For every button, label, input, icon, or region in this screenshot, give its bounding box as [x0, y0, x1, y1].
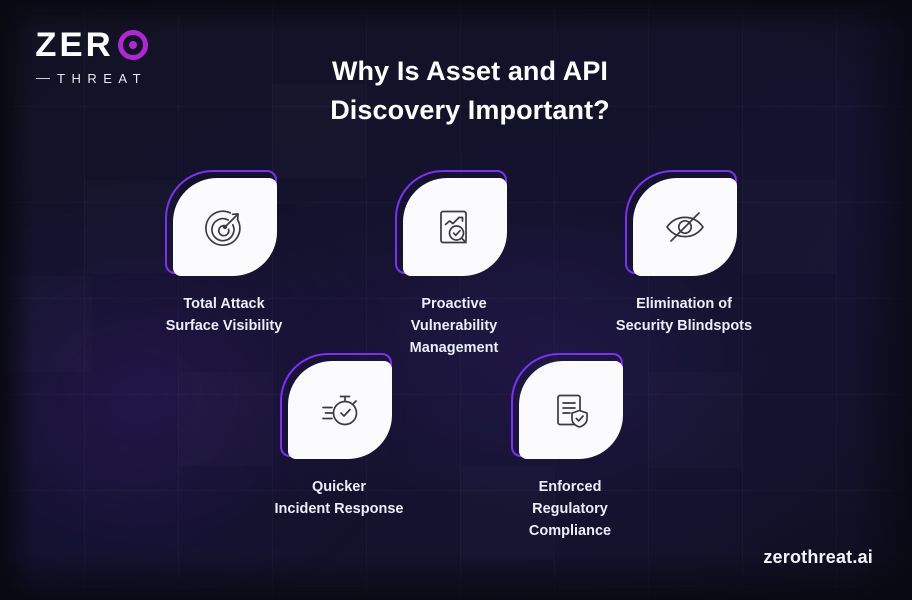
- card-label-line-2: Regulatory Compliance: [528, 500, 612, 539]
- background-tile: [648, 372, 742, 468]
- target-center-dot: [129, 41, 137, 49]
- page-title: Why Is Asset and API Discovery Important…: [248, 52, 692, 130]
- card-label: Quicker Incident Response: [259, 477, 419, 521]
- card-face: [403, 178, 507, 276]
- logo-threat-text: THREAT: [57, 71, 148, 86]
- eye-off-icon: [666, 212, 704, 242]
- benefit-card-total-attack-surface-visibility[interactable]: Total Attack Surface Visibility: [144, 170, 304, 338]
- card-graphic: [165, 170, 283, 280]
- benefit-card-proactive-vulnerability-management[interactable]: Proactive Vulnerability Management: [374, 170, 534, 359]
- benefit-card-quicker-incident-response[interactable]: Quicker Incident Response: [259, 353, 419, 521]
- edge-shade-right: [852, 0, 912, 600]
- logo-zero-text: ZER: [35, 26, 114, 64]
- card-label-line-2: Incident Response: [274, 500, 404, 517]
- logo-wordmark-top: ZER: [35, 26, 216, 64]
- card-face: [173, 178, 277, 276]
- benefit-card-elimination-of-security-blindspots[interactable]: Elimination of Security Blindspots: [604, 170, 764, 338]
- site-url[interactable]: zerothreat.ai: [763, 547, 873, 567]
- page-title-line-1: Why Is Asset and API: [331, 56, 609, 86]
- card-face: [633, 178, 737, 276]
- card-graphic: [280, 353, 398, 463]
- card-graphic: [511, 353, 629, 463]
- card-label: Total Attack Surface Visibility: [144, 294, 304, 338]
- card-label-line-1: Enforced: [538, 479, 602, 495]
- card-label-line-1: Proactive: [421, 296, 487, 312]
- card-graphic: [625, 170, 743, 280]
- document-shield-check-icon: [557, 394, 588, 428]
- card-label-line-2: Security Blindspots: [615, 317, 753, 334]
- card-label-line-2: Surface Visibility: [165, 317, 283, 334]
- card-label-line-1: Quicker: [312, 479, 366, 495]
- card-label: Elimination of Security Blindspots: [604, 294, 764, 338]
- card-face: [288, 361, 392, 459]
- card-label-line-1: Elimination of: [636, 296, 732, 312]
- zerothreat-logo[interactable]: ZER THREAT: [35, 26, 216, 90]
- logo-divider-line: [36, 77, 50, 80]
- radar-target-icon: [205, 210, 241, 247]
- card-label: Proactive Vulnerability Management: [374, 294, 534, 359]
- benefit-card-enforced-regulatory-compliance[interactable]: Enforced Regulatory Compliance: [490, 353, 650, 542]
- target-ring-icon: [118, 30, 148, 60]
- edge-shade-left: [0, 0, 34, 600]
- document-chart-search-icon: [440, 210, 467, 244]
- background-tile: [178, 372, 272, 466]
- card-graphic: [395, 170, 513, 280]
- logo-wordmark-bottom: THREAT: [36, 71, 216, 86]
- card-label-line-1: Total Attack: [183, 296, 265, 312]
- card-label: Enforced Regulatory Compliance: [490, 477, 650, 542]
- card-face: [519, 361, 623, 459]
- page-title-line-2: Discovery Important?: [330, 94, 610, 125]
- card-label-line-2: Vulnerability Management: [409, 317, 499, 356]
- stopwatch-check-icon: [322, 395, 358, 426]
